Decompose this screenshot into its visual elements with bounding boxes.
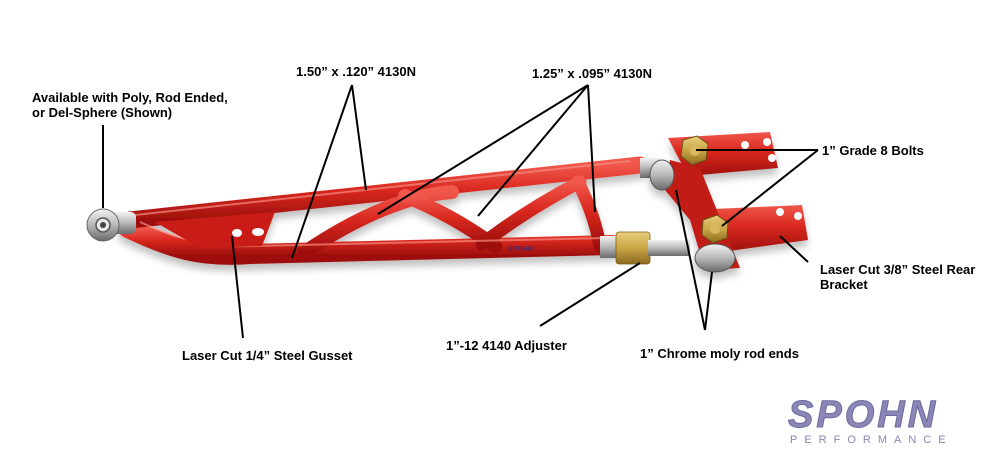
logo-wordmark: SPOHN [787,394,939,437]
steel-gusset [155,212,275,248]
leader-bolts-2 [721,149,819,227]
leader-tube-small-1 [377,84,589,215]
gusset-hole-1 [232,229,242,237]
rod-end-callout-line1: Available with Poly, Rod Ended, [32,90,228,105]
diagonal-tube-3 [475,175,587,251]
leader-gusset [231,235,244,339]
bracket-callout: Laser Cut 3/8” Steel Rear Bracket [820,262,975,292]
bracket-callout-line1: Laser Cut 3/8” Steel Rear [820,262,976,277]
leader-tube-small-2 [477,84,589,217]
lower-bolt [701,214,729,244]
control-arm: SPOHN [118,156,649,265]
gusset-hole-2 [252,228,264,236]
adjuster-callout: 1”-12 4140 Adjuster [446,338,567,353]
leader-tube-large-2 [351,84,367,191]
tube-small-callout: 1.25” x .095” 4130N [532,66,652,81]
rear-bracket [649,132,808,273]
lower-main-tube [118,218,622,265]
leader-bracket [779,235,809,263]
callout-lines [102,84,819,339]
logo-subtitle: PERFORMANCE [790,434,953,446]
bracket-web [665,160,740,270]
leader-tube-large-1 [291,84,353,259]
spohn-logo: SPOHN PERFORMANCE [787,394,988,452]
tube-large-callout: 1.50” x .120” 4130N [296,64,416,79]
rod-end-callout: Available with Poly, Rod Ended, or Del-S… [32,90,228,120]
upper-bolt [680,135,709,166]
leader-adjuster [539,262,641,327]
diagonal-tube-4 [571,175,607,253]
rod-end-callout-line2: or Del-Sphere (Shown) [32,105,173,120]
arm-stamp: SPOHN [508,246,533,253]
diagonal-tube-1 [298,185,459,259]
rear-rod-end-lower [694,243,736,273]
leader-rod-ends-1 [675,189,706,331]
rod-ends-callout: 1” Chrome moly rod ends [640,346,799,361]
bolts-callout: 1” Grade 8 Bolts [822,143,924,158]
front-rod-end [86,208,136,242]
adjuster-nut [615,231,651,265]
bracket-callout-line2: Bracket [820,277,868,292]
upper-main-tube [121,156,649,229]
gusset-callout: Laser Cut 1/4” Steel Gusset [182,348,353,363]
leader-rod-ends-2 [704,271,713,331]
leader-tube-small-3 [587,84,596,213]
rear-rod-end-upper [649,159,675,191]
